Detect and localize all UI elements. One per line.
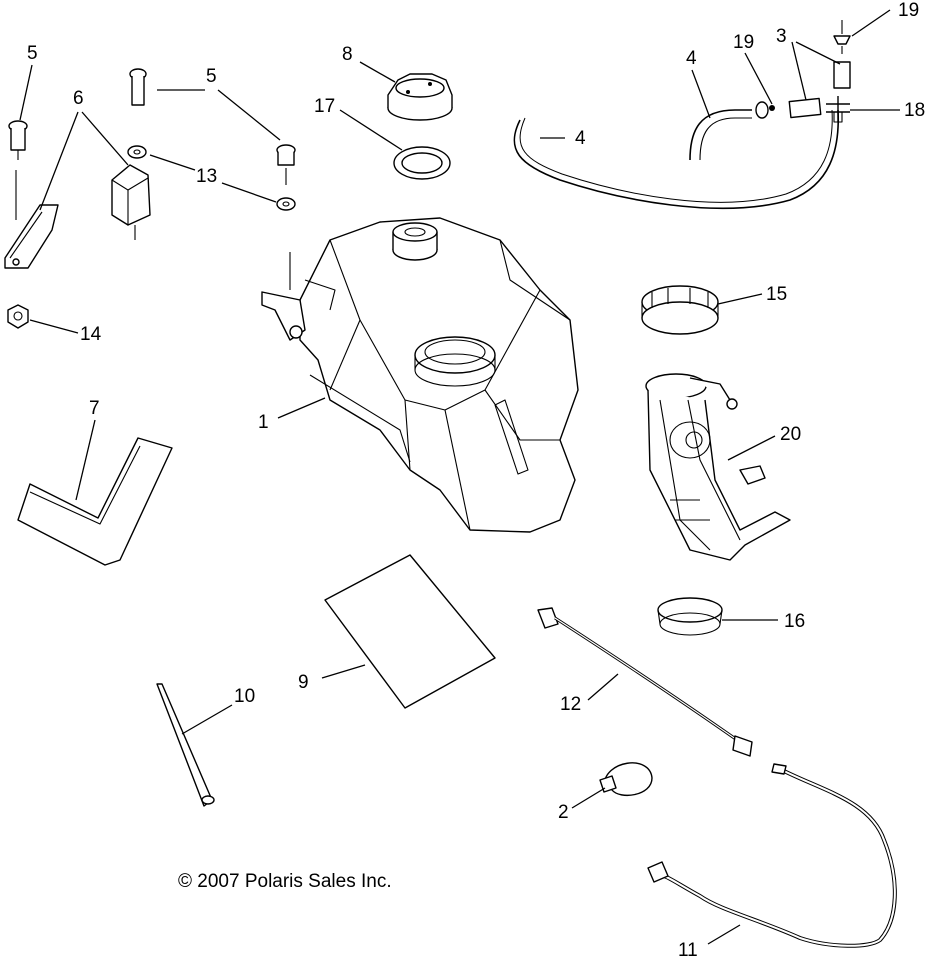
callout-4a: 4: [686, 48, 697, 69]
leader-9: [321, 664, 366, 679]
leader-5a: [19, 64, 33, 121]
leader-17: [339, 109, 403, 151]
part-2-clamp: [599, 762, 653, 797]
leader-19b: [851, 9, 891, 37]
callout-12: 12: [560, 694, 581, 715]
leader-3a: [791, 41, 807, 101]
leader-7: [75, 419, 96, 501]
callout-20: 20: [780, 424, 801, 445]
part-14-nut: [7, 304, 29, 329]
callout-13: 13: [196, 166, 217, 187]
callout-18: 18: [904, 100, 925, 121]
leader-8: [359, 61, 396, 83]
part-17-seal-ring: [393, 146, 451, 180]
leader-6b: [81, 111, 129, 166]
part-16-seal: [657, 597, 723, 636]
part-7-heat-shield: [17, 437, 173, 566]
callout-16: 16: [784, 611, 805, 632]
part-3-hose-pieces: [788, 61, 851, 119]
callout-1: 1: [258, 412, 269, 433]
part-10-strap: [156, 683, 215, 807]
leader-4a: [691, 69, 711, 119]
callout-5b: 5: [206, 66, 217, 87]
part-6-bracket-right: [111, 164, 151, 240]
part-11-fuel-line: [647, 763, 897, 948]
callout-7: 7: [89, 398, 100, 419]
leader-10: [181, 704, 233, 735]
part-19-check-valve-left: [755, 101, 775, 119]
leader-15: [717, 293, 763, 305]
callout-11: 11: [678, 940, 698, 960]
callout-4b: 4: [575, 128, 586, 149]
part-13-washers: [127, 145, 296, 211]
part-8-fuel-cap: [387, 73, 453, 121]
callout-10: 10: [234, 686, 255, 707]
leader-13a: [149, 154, 196, 171]
callout-6: 6: [73, 88, 84, 109]
callout-8: 8: [342, 44, 353, 65]
callout-3: 3: [776, 26, 787, 47]
leader-2: [571, 787, 606, 809]
leader-14: [29, 319, 79, 334]
copyright-notice: © 2007 Polaris Sales Inc.: [178, 871, 392, 892]
leader-11: [707, 924, 741, 945]
leader-20: [727, 435, 776, 461]
part-18-tee-fitting: [826, 96, 850, 123]
part-5-bolt-left: [8, 120, 28, 160]
leader-19a: [744, 52, 773, 105]
leader-1: [277, 397, 326, 419]
part-15-lock-ring: [641, 285, 719, 335]
callout-19a: 19: [733, 32, 754, 53]
callout-19b: 19: [898, 0, 919, 21]
callout-17: 17: [314, 96, 335, 117]
callout-9: 9: [298, 672, 309, 693]
part-4-vent-hose-short: [689, 109, 752, 161]
part-19-check-valve-top: [833, 20, 851, 54]
callout-2: 2: [558, 802, 569, 823]
part-4-vent-hose-long: [513, 109, 840, 210]
leader-3b: [795, 41, 841, 65]
part-5-nut-right: [276, 144, 296, 185]
part-20-fuel-pump: [645, 373, 791, 561]
leader-5b-2: [217, 89, 281, 141]
part-9-decal: [324, 554, 496, 709]
leader-13b: [221, 182, 277, 203]
callout-5a: 5: [27, 43, 38, 64]
callout-14: 14: [80, 324, 102, 345]
leader-6a: [39, 111, 79, 211]
part-5-bolt-top: [129, 68, 147, 106]
part-12-wire-harness: [537, 607, 753, 757]
leader-12: [587, 673, 619, 701]
part-6-bracket-left: [4, 170, 59, 269]
part-1-fuel-tank: [261, 217, 579, 533]
callout-15: 15: [766, 284, 787, 305]
